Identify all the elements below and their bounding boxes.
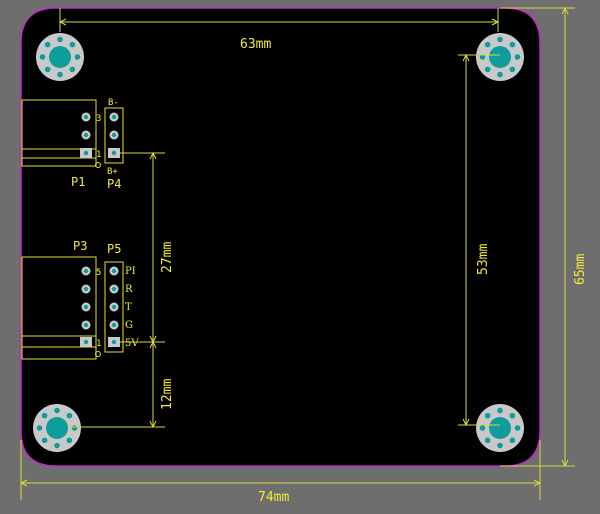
connector-p4: B- B+ P4 xyxy=(104,98,124,191)
mounting-hole-via xyxy=(44,41,51,48)
connector-p3: 5 1 P3 xyxy=(21,239,101,360)
mounting-hole-bottom-left xyxy=(33,404,81,452)
p5-signal-5: 5V xyxy=(125,338,139,349)
board-outline xyxy=(20,7,541,467)
mounting-hole-via xyxy=(57,36,63,43)
mounting-hole-via xyxy=(39,54,46,60)
mounting-hole-via xyxy=(44,66,51,73)
mounting-hole-top-left xyxy=(36,33,84,81)
mounting-hole-via xyxy=(54,442,60,449)
connector-p1: 3 1 P1 xyxy=(21,99,101,189)
p4-designator: P4 xyxy=(107,177,121,191)
mounting-hole-via xyxy=(74,54,81,60)
mounting-hole-via xyxy=(497,407,503,414)
p1-designator: P1 xyxy=(71,175,85,189)
p3-designator: P3 xyxy=(73,239,87,253)
mounting-hole-via xyxy=(514,425,521,431)
mounting-hole-via xyxy=(66,412,73,419)
mounting-hole-via xyxy=(71,425,78,431)
dimension-53mm-label: 53mm xyxy=(476,244,491,275)
p4-label-bottom: B+ xyxy=(107,167,118,177)
p5-designator: P5 xyxy=(107,242,121,256)
mounting-hole-via xyxy=(509,412,516,419)
mounting-hole-drill xyxy=(46,417,68,439)
p1-body xyxy=(21,99,97,167)
mounting-hole-via xyxy=(41,437,48,444)
dimension-74mm xyxy=(19,440,542,500)
mounting-hole-bottom-right xyxy=(476,404,524,452)
p3-body xyxy=(21,256,97,360)
mounting-hole-via xyxy=(484,412,491,419)
mounting-hole-via xyxy=(497,36,503,43)
p3-pin-last-label: 5 xyxy=(96,268,101,278)
mounting-hole-via xyxy=(484,437,491,444)
mounting-hole-via xyxy=(69,66,76,73)
dimension-65mm-label: 65mm xyxy=(573,254,588,285)
p1-pin-last-label: 3 xyxy=(96,114,101,124)
mounting-hole-top-right xyxy=(476,33,524,81)
dimension-63mm xyxy=(58,8,500,32)
p5-signal-2: R xyxy=(125,284,133,295)
mounting-hole-via xyxy=(69,41,76,48)
p3-pin-first-label: 1 xyxy=(96,339,101,349)
mounting-hole-via xyxy=(41,412,48,419)
mounting-hole-via xyxy=(479,425,486,431)
dimension-12mm-label: 12mm xyxy=(160,379,175,410)
mounting-hole-via xyxy=(497,71,503,78)
dimension-63mm-label: 63mm xyxy=(240,37,271,52)
dimension-53mm xyxy=(458,53,500,427)
dimension-12mm xyxy=(70,340,165,429)
mounting-hole-via xyxy=(54,407,60,414)
p4-label-top: B- xyxy=(108,98,119,108)
dimension-74mm-label: 74mm xyxy=(258,490,289,505)
mounting-hole-drill xyxy=(489,46,511,68)
dimension-27mm-label: 27mm xyxy=(160,242,175,273)
mounting-hole-drill xyxy=(49,46,71,68)
p5-signal-4: G xyxy=(125,320,133,331)
mounting-hole-drill xyxy=(489,417,511,439)
p1-pin-first-label: 1 xyxy=(96,150,101,160)
mounting-hole-via xyxy=(509,41,516,48)
p4-body xyxy=(104,107,124,164)
mounting-hole-via xyxy=(484,41,491,48)
dimension-65mm xyxy=(500,6,575,468)
mounting-hole-via xyxy=(36,425,43,431)
p5-body xyxy=(104,261,124,353)
mounting-hole-via xyxy=(57,71,63,78)
mounting-hole-via xyxy=(514,54,521,60)
connector-p5: P5 PI R T G 5V xyxy=(104,242,139,353)
mounting-hole-via xyxy=(479,54,486,60)
p5-signal-1: PI xyxy=(125,266,136,277)
mounting-hole-via xyxy=(484,66,491,73)
mounting-hole-via xyxy=(509,437,516,444)
mounting-hole-via xyxy=(497,442,503,449)
mounting-hole-via xyxy=(66,437,73,444)
p5-signal-3: T xyxy=(125,302,132,313)
mounting-hole-via xyxy=(509,66,516,73)
